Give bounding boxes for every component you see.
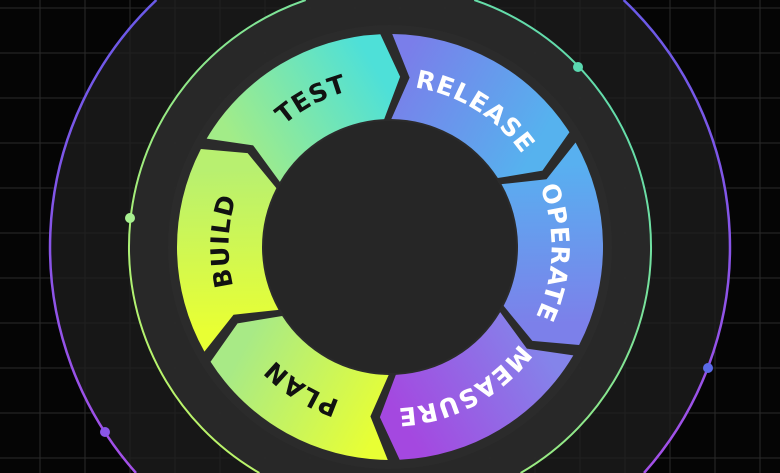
stage-segment bbox=[379, 312, 574, 460]
stage-segment bbox=[501, 142, 603, 346]
stage-segment bbox=[210, 315, 389, 460]
stage-plan: PLAN bbox=[210, 315, 389, 460]
stage-build: BUILD bbox=[177, 148, 279, 352]
stage-test: TEST bbox=[206, 34, 401, 182]
stage-segment bbox=[177, 148, 279, 352]
orbit-dot bbox=[703, 363, 713, 373]
orbit-dot bbox=[573, 62, 583, 72]
stage-segment bbox=[206, 34, 401, 182]
stage-segment bbox=[391, 34, 570, 179]
center-hole bbox=[264, 121, 516, 373]
orbit-dot bbox=[100, 427, 110, 437]
outer-orbit-ring bbox=[48, 0, 732, 473]
stage-operate: OPERATE bbox=[501, 142, 603, 346]
orbit-dot bbox=[125, 213, 135, 223]
